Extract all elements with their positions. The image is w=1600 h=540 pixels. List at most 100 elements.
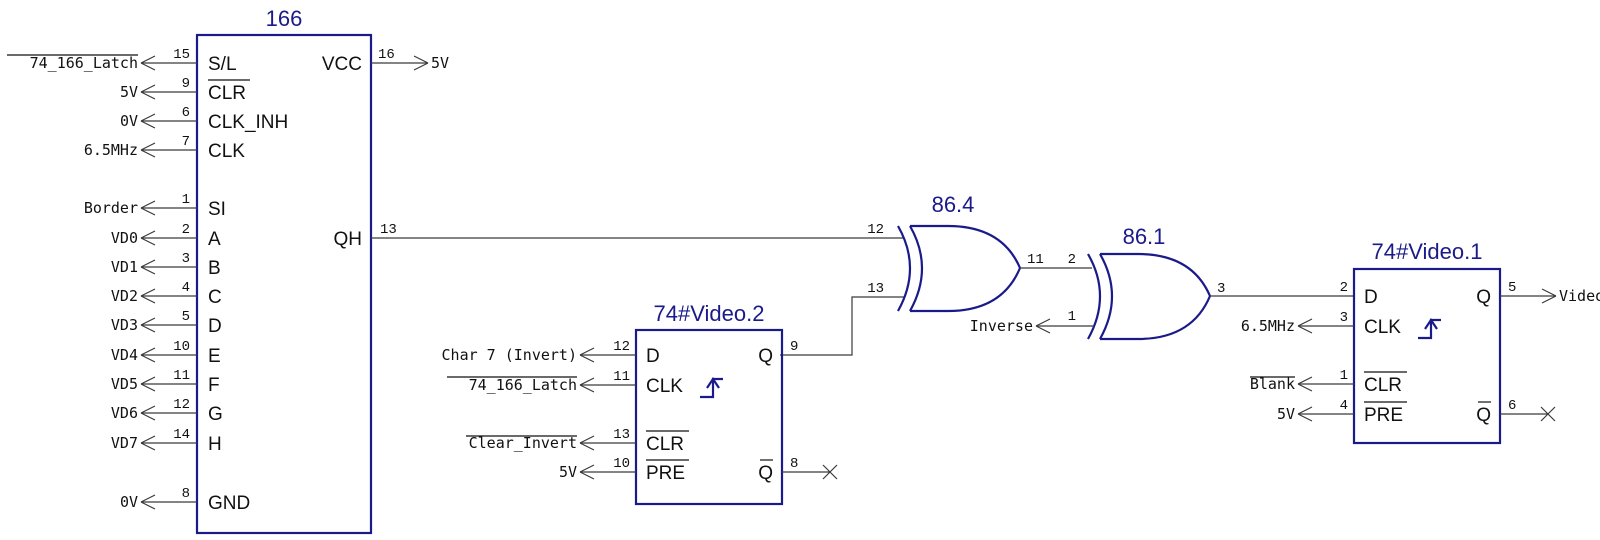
pin-sl: 15 S/L 74_166_Latch <box>7 47 237 75</box>
ff1-pin-pre-number: 4 <box>1340 398 1348 414</box>
wire-ff2q-to-xor864 <box>780 296 904 356</box>
pin-f: 11 F VD5 <box>111 368 220 396</box>
net-vd1: VD1 <box>111 258 138 276</box>
ff1-body[interactable] <box>1352 267 1502 445</box>
ff1-pin-qn-label: Q <box>1476 405 1491 426</box>
net-0v-gnd: 0V <box>120 493 138 511</box>
ff2-body[interactable] <box>634 328 784 506</box>
pin-clr-label: CLR <box>208 83 246 104</box>
net-vd2: VD2 <box>111 287 138 305</box>
ff1-pin-d-number: 2 <box>1340 280 1348 296</box>
pin-clk: 7 CLK 6.5MHz <box>84 134 245 162</box>
net-0v: 0V <box>120 112 138 130</box>
pin-d-label: D <box>208 316 222 337</box>
pin-c: 4 C VD2 <box>111 280 222 308</box>
xor861-back-curve <box>1087 253 1102 340</box>
pin-b: 3 B VD1 <box>111 251 221 279</box>
xor864-pin-in1: 12 <box>867 222 884 238</box>
pin-si: 1 SI Border <box>84 192 226 220</box>
xor861-pin-out: 3 <box>1217 281 1225 297</box>
ff2-pin-clr-label: CLR <box>646 434 684 455</box>
xor861-input-curve <box>1099 253 1114 340</box>
ff1-pin-clk-label: CLK <box>1364 317 1401 338</box>
ff1-pin-clr-label: CLR <box>1364 375 1402 396</box>
pin-qh: 13 QH <box>334 222 397 250</box>
ff2-pin-clk-label: CLK <box>646 376 683 397</box>
ff2-pin-clk-number: 11 <box>613 369 630 385</box>
pin-f-label: F <box>208 375 220 396</box>
pin-e-number: 10 <box>173 339 190 355</box>
pin-a: 2 A VD0 <box>111 222 221 250</box>
ff1-pin-qn-number: 6 <box>1508 398 1516 414</box>
pin-a-label: A <box>208 229 221 250</box>
pin-clk-inh: 6 CLK_INH 0V <box>120 105 288 133</box>
ff2-pin-pre-number: 10 <box>613 456 630 472</box>
gate-xor-86-1: 86.1 2 1 3 Inverse <box>970 224 1225 341</box>
net-vd3: VD3 <box>111 316 138 334</box>
net-video: Video <box>1559 287 1600 305</box>
pin-g-number: 12 <box>173 397 190 413</box>
pin-clk-inh-label: CLK_INH <box>208 112 288 133</box>
net-char7-invert: Char 7 (Invert) <box>442 346 577 364</box>
ff2-edge-icon <box>700 377 723 399</box>
pin-h-label: H <box>208 434 222 455</box>
ic-74166-body[interactable] <box>195 33 373 535</box>
pin-c-label: C <box>208 287 222 308</box>
ff2-pin-qn-label: Q <box>758 463 773 484</box>
xor864-input-curve <box>909 225 924 312</box>
xor864-pin-out: 11 <box>1027 252 1044 268</box>
pin-qh-label: QH <box>334 229 363 250</box>
xor864-pin-in2: 13 <box>867 281 884 297</box>
net-5v-vcc: 5V <box>431 54 449 72</box>
net-ff1-6-5mhz: 6.5MHz <box>1241 317 1295 335</box>
ff1-pin-d-label: D <box>1364 287 1378 308</box>
pin-g-label: G <box>208 404 223 425</box>
ff2-pin-q-number: 9 <box>790 339 798 355</box>
pin-clk-inh-number: 6 <box>182 105 190 121</box>
pin-h: 14 H VD7 <box>111 427 222 455</box>
pin-vcc: 16 VCC 5V <box>322 47 449 75</box>
xor861-body[interactable] <box>1100 252 1212 341</box>
net-74-166-latch: 74_166_Latch <box>30 54 138 72</box>
pin-gnd-number: 8 <box>182 486 190 502</box>
pin-c-number: 4 <box>182 280 190 296</box>
pin-clr: 9 CLR 5V <box>120 76 250 104</box>
pin-vcc-label: VCC <box>322 54 362 75</box>
net-ff1-5v: 5V <box>1277 405 1295 423</box>
ff1-pin-q-label: Q <box>1476 287 1491 308</box>
net-inverse: Inverse <box>970 317 1033 335</box>
pin-si-label: SI <box>208 199 226 220</box>
ff2-refdes: 74#Video.2 <box>654 301 765 326</box>
arrow-inverse <box>1035 318 1051 334</box>
ff2-edge-arrow-icon <box>706 377 720 389</box>
ff2-pin-pre-label: PRE <box>646 463 685 484</box>
net-border: Border <box>84 199 138 217</box>
ff2-no-connect-icon <box>822 464 838 480</box>
ff2-pin-clr-number: 13 <box>613 427 630 443</box>
pin-sl-label: S/L <box>208 54 237 75</box>
net-clear-invert: Clear_Invert <box>469 434 577 452</box>
ff1-pin-clk-number: 3 <box>1340 310 1348 326</box>
ff2-pin-q-label: Q <box>758 346 773 367</box>
pin-e-label: E <box>208 346 221 367</box>
gate-86-1-refdes: 86.1 <box>1123 224 1166 249</box>
ff1-edge-icon <box>1418 318 1441 340</box>
gate-86-4-refdes: 86.4 <box>932 192 975 217</box>
pin-vcc-number: 16 <box>378 47 395 63</box>
ff1-pin-pre-label: PRE <box>1364 405 1403 426</box>
net-ff2-5v: 5V <box>559 463 577 481</box>
pin-b-label: B <box>208 258 221 279</box>
net-6-5mhz: 6.5MHz <box>84 141 138 159</box>
pin-g: 12 G VD6 <box>111 397 223 425</box>
net-vd0: VD0 <box>111 229 138 247</box>
net-vd4: VD4 <box>111 346 138 364</box>
pin-d: 5 D VD3 <box>111 309 222 337</box>
xor864-back-curve <box>897 225 912 312</box>
ff1-pin-clr-number: 1 <box>1340 368 1348 384</box>
net-vd5: VD5 <box>111 375 138 393</box>
xor864-body[interactable] <box>910 224 1022 313</box>
pin-a-number: 2 <box>182 222 190 238</box>
net-5v: 5V <box>120 83 138 101</box>
net-vd6: VD6 <box>111 404 138 422</box>
